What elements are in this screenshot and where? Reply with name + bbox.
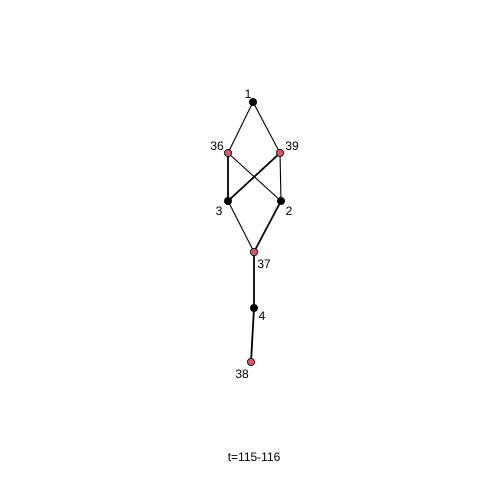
node-3 bbox=[223, 196, 232, 205]
node-37 bbox=[249, 247, 258, 256]
node-label-1: 1 bbox=[245, 87, 252, 101]
edge-39-2 bbox=[279, 152, 282, 202]
node-label-2: 2 bbox=[286, 204, 293, 218]
time-caption: t=115-116 bbox=[228, 450, 281, 464]
node-label-4: 4 bbox=[259, 309, 266, 323]
edge-3-37 bbox=[227, 200, 255, 253]
node-4 bbox=[249, 303, 258, 312]
node-label-37: 37 bbox=[257, 257, 271, 271]
node-2 bbox=[276, 196, 285, 205]
edge-2-37 bbox=[253, 200, 282, 253]
node-36 bbox=[223, 148, 232, 157]
node-label-39: 39 bbox=[285, 139, 299, 153]
node-1 bbox=[248, 98, 257, 107]
node-39 bbox=[275, 148, 284, 157]
node-38 bbox=[246, 357, 255, 366]
node-label-3: 3 bbox=[216, 204, 223, 218]
node-label-38: 38 bbox=[235, 367, 249, 381]
node-layer bbox=[223, 98, 285, 366]
edge-4-38 bbox=[250, 307, 255, 363]
edge-1-39 bbox=[252, 101, 281, 154]
edge-39-3 bbox=[227, 152, 281, 202]
edge-layer bbox=[227, 101, 282, 363]
edge-1-36 bbox=[227, 101, 254, 154]
label-layer: 1 36 39 3 2 37 4 38 bbox=[210, 87, 299, 381]
node-label-36: 36 bbox=[210, 139, 224, 153]
